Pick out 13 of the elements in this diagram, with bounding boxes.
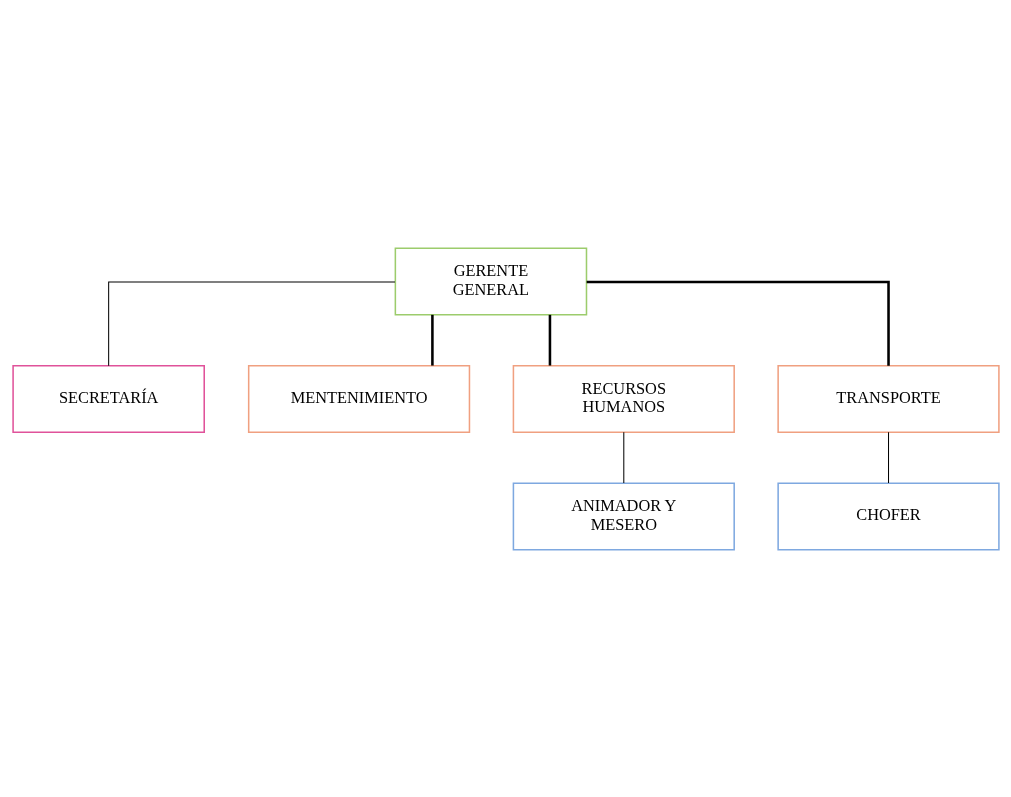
connector bbox=[107, 280, 395, 366]
node-box: TRANSPORTE bbox=[776, 364, 1000, 433]
node-box: MENTENIMIENTO bbox=[247, 364, 470, 433]
node-box: ANIMADOR Y MESERO bbox=[512, 482, 735, 551]
connector bbox=[548, 314, 551, 366]
connector bbox=[586, 280, 890, 366]
connector bbox=[622, 431, 624, 484]
connector bbox=[887, 431, 889, 484]
node-box: GERENTE GENERAL bbox=[394, 246, 587, 315]
node-box: RECURSOS HUMANOS bbox=[512, 364, 735, 433]
connector bbox=[430, 314, 434, 366]
node-box: SECRETARÍA bbox=[11, 364, 205, 433]
node-box: CHOFER bbox=[776, 482, 1000, 551]
